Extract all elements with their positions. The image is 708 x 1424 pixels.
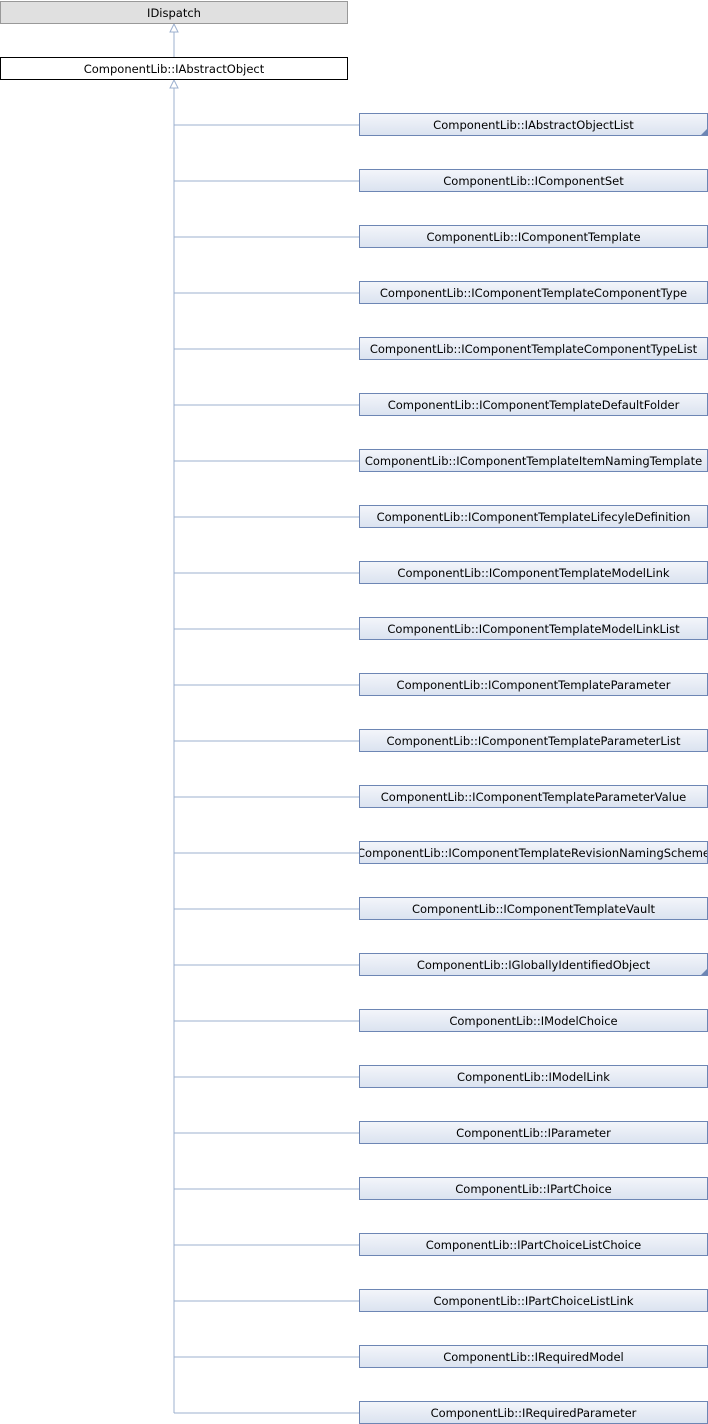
derived-class-node[interactable]: ComponentLib::IModelLink xyxy=(359,1065,708,1088)
current-arrowhead xyxy=(169,78,179,89)
base-arrowhead xyxy=(169,22,179,33)
derived-class-node[interactable]: ComponentLib::IRequiredParameter xyxy=(359,1401,708,1424)
derived-class-label: ComponentLib::IComponentTemplateModelLin… xyxy=(397,565,670,580)
derived-class-node[interactable]: ComponentLib::IComponentTemplateItemNami… xyxy=(359,449,708,472)
derived-class-node[interactable]: ComponentLib::IComponentTemplateModelLin… xyxy=(359,617,708,640)
derived-class-label: ComponentLib::IRequiredModel xyxy=(443,1349,624,1364)
derived-class-label: ComponentLib::IComponentTemplate xyxy=(426,229,641,244)
derived-class-label: ComponentLib::IParameter xyxy=(456,1125,611,1140)
derived-class-label: ComponentLib::IComponentSet xyxy=(443,173,624,188)
derived-class-node[interactable]: ComponentLib::IComponentTemplateDefaultF… xyxy=(359,393,708,416)
derived-class-node[interactable]: ComponentLib::IModelChoice xyxy=(359,1009,708,1032)
derived-class-node[interactable]: ComponentLib::IAbstractObjectList xyxy=(359,113,708,136)
derived-class-node[interactable]: ComponentLib::IComponentTemplateModelLin… xyxy=(359,561,708,584)
base-class-node: IDispatch xyxy=(0,1,348,24)
derived-class-node[interactable]: ComponentLib::IComponentTemplateRevision… xyxy=(359,841,708,864)
derived-class-node[interactable]: ComponentLib::IPartChoiceListLink xyxy=(359,1289,708,1312)
derived-class-node[interactable]: ComponentLib::IGloballyIdentifiedObject xyxy=(359,953,708,976)
derived-class-node[interactable]: ComponentLib::IPartChoiceListChoice xyxy=(359,1233,708,1256)
derived-class-node[interactable]: ComponentLib::IParameter xyxy=(359,1121,708,1144)
base-class-label: IDispatch xyxy=(147,5,201,20)
derived-class-node[interactable]: ComponentLib::IComponentTemplateParamete… xyxy=(359,785,708,808)
derived-class-node[interactable]: ComponentLib::IComponentTemplateLifecyle… xyxy=(359,505,708,528)
derived-class-node[interactable]: ComponentLib::IComponentTemplateComponen… xyxy=(359,337,708,360)
derived-class-label: ComponentLib::IComponentTemplateParamete… xyxy=(380,789,687,804)
derived-class-label: ComponentLib::IComponentTemplateModelLin… xyxy=(387,621,680,636)
current-class-node: ComponentLib::IAbstractObject xyxy=(0,57,348,80)
derived-class-node[interactable]: ComponentLib::IComponentTemplateComponen… xyxy=(359,281,708,304)
derived-class-label: ComponentLib::IComponentTemplateRevision… xyxy=(359,845,708,860)
derived-class-label: ComponentLib::IModelLink xyxy=(457,1069,610,1084)
derived-class-node[interactable]: ComponentLib::IComponentTemplate xyxy=(359,225,708,248)
derived-class-label: ComponentLib::IModelChoice xyxy=(449,1013,618,1028)
derived-class-label: ComponentLib::IComponentTemplateLifecyle… xyxy=(376,509,691,524)
derived-class-label: ComponentLib::IComponentTemplateVault xyxy=(411,901,656,916)
expand-corner-icon xyxy=(701,129,707,135)
derived-class-label: ComponentLib::IAbstractObjectList xyxy=(433,117,634,132)
expand-corner-icon xyxy=(701,969,707,975)
derived-class-node[interactable]: ComponentLib::IComponentTemplateParamete… xyxy=(359,729,708,752)
derived-class-node[interactable]: ComponentLib::IComponentTemplateVault xyxy=(359,897,708,920)
derived-class-label: ComponentLib::IComponentTemplateItemNami… xyxy=(364,453,703,468)
derived-class-node[interactable]: ComponentLib::IPartChoice xyxy=(359,1177,708,1200)
derived-class-label: ComponentLib::IPartChoice xyxy=(455,1181,612,1196)
derived-class-label: ComponentLib::IGloballyIdentifiedObject xyxy=(416,957,651,972)
derived-class-label: ComponentLib::IPartChoiceListChoice xyxy=(425,1237,642,1252)
derived-class-label: ComponentLib::IComponentTemplateParamete… xyxy=(386,733,681,748)
derived-class-label: ComponentLib::IComponentTemplateDefaultF… xyxy=(387,397,680,412)
derived-class-label: ComponentLib::IRequiredParameter xyxy=(430,1405,637,1420)
derived-class-label: ComponentLib::IPartChoiceListLink xyxy=(433,1293,634,1308)
derived-class-label: ComponentLib::IComponentTemplateComponen… xyxy=(379,285,688,300)
derived-class-node[interactable]: ComponentLib::IComponentSet xyxy=(359,169,708,192)
derived-class-label: ComponentLib::IComponentTemplateComponen… xyxy=(369,341,698,356)
current-class-label: ComponentLib::IAbstractObject xyxy=(83,61,265,76)
derived-class-label: ComponentLib::IComponentTemplateParamete… xyxy=(396,677,671,692)
derived-class-node[interactable]: ComponentLib::IComponentTemplateParamete… xyxy=(359,673,708,696)
derived-class-node[interactable]: ComponentLib::IRequiredModel xyxy=(359,1345,708,1368)
